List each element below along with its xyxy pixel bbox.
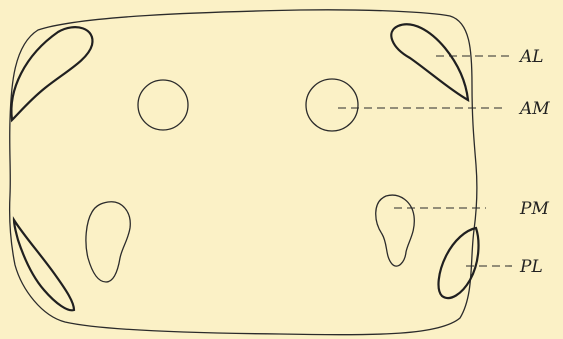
pm-left-shape [86, 202, 130, 282]
pm-right-shape [376, 195, 415, 266]
al-right-shape [391, 24, 468, 100]
am-right-circle [306, 79, 358, 131]
am-left-circle [138, 80, 188, 130]
pl-label: PL [519, 257, 543, 277]
al-label: AL [518, 47, 544, 67]
am-label: AM [518, 99, 550, 119]
al-left-shape [11, 27, 92, 120]
pm-label: PM [519, 199, 549, 219]
pl-left-shape [14, 220, 74, 310]
body-outline [10, 10, 477, 335]
